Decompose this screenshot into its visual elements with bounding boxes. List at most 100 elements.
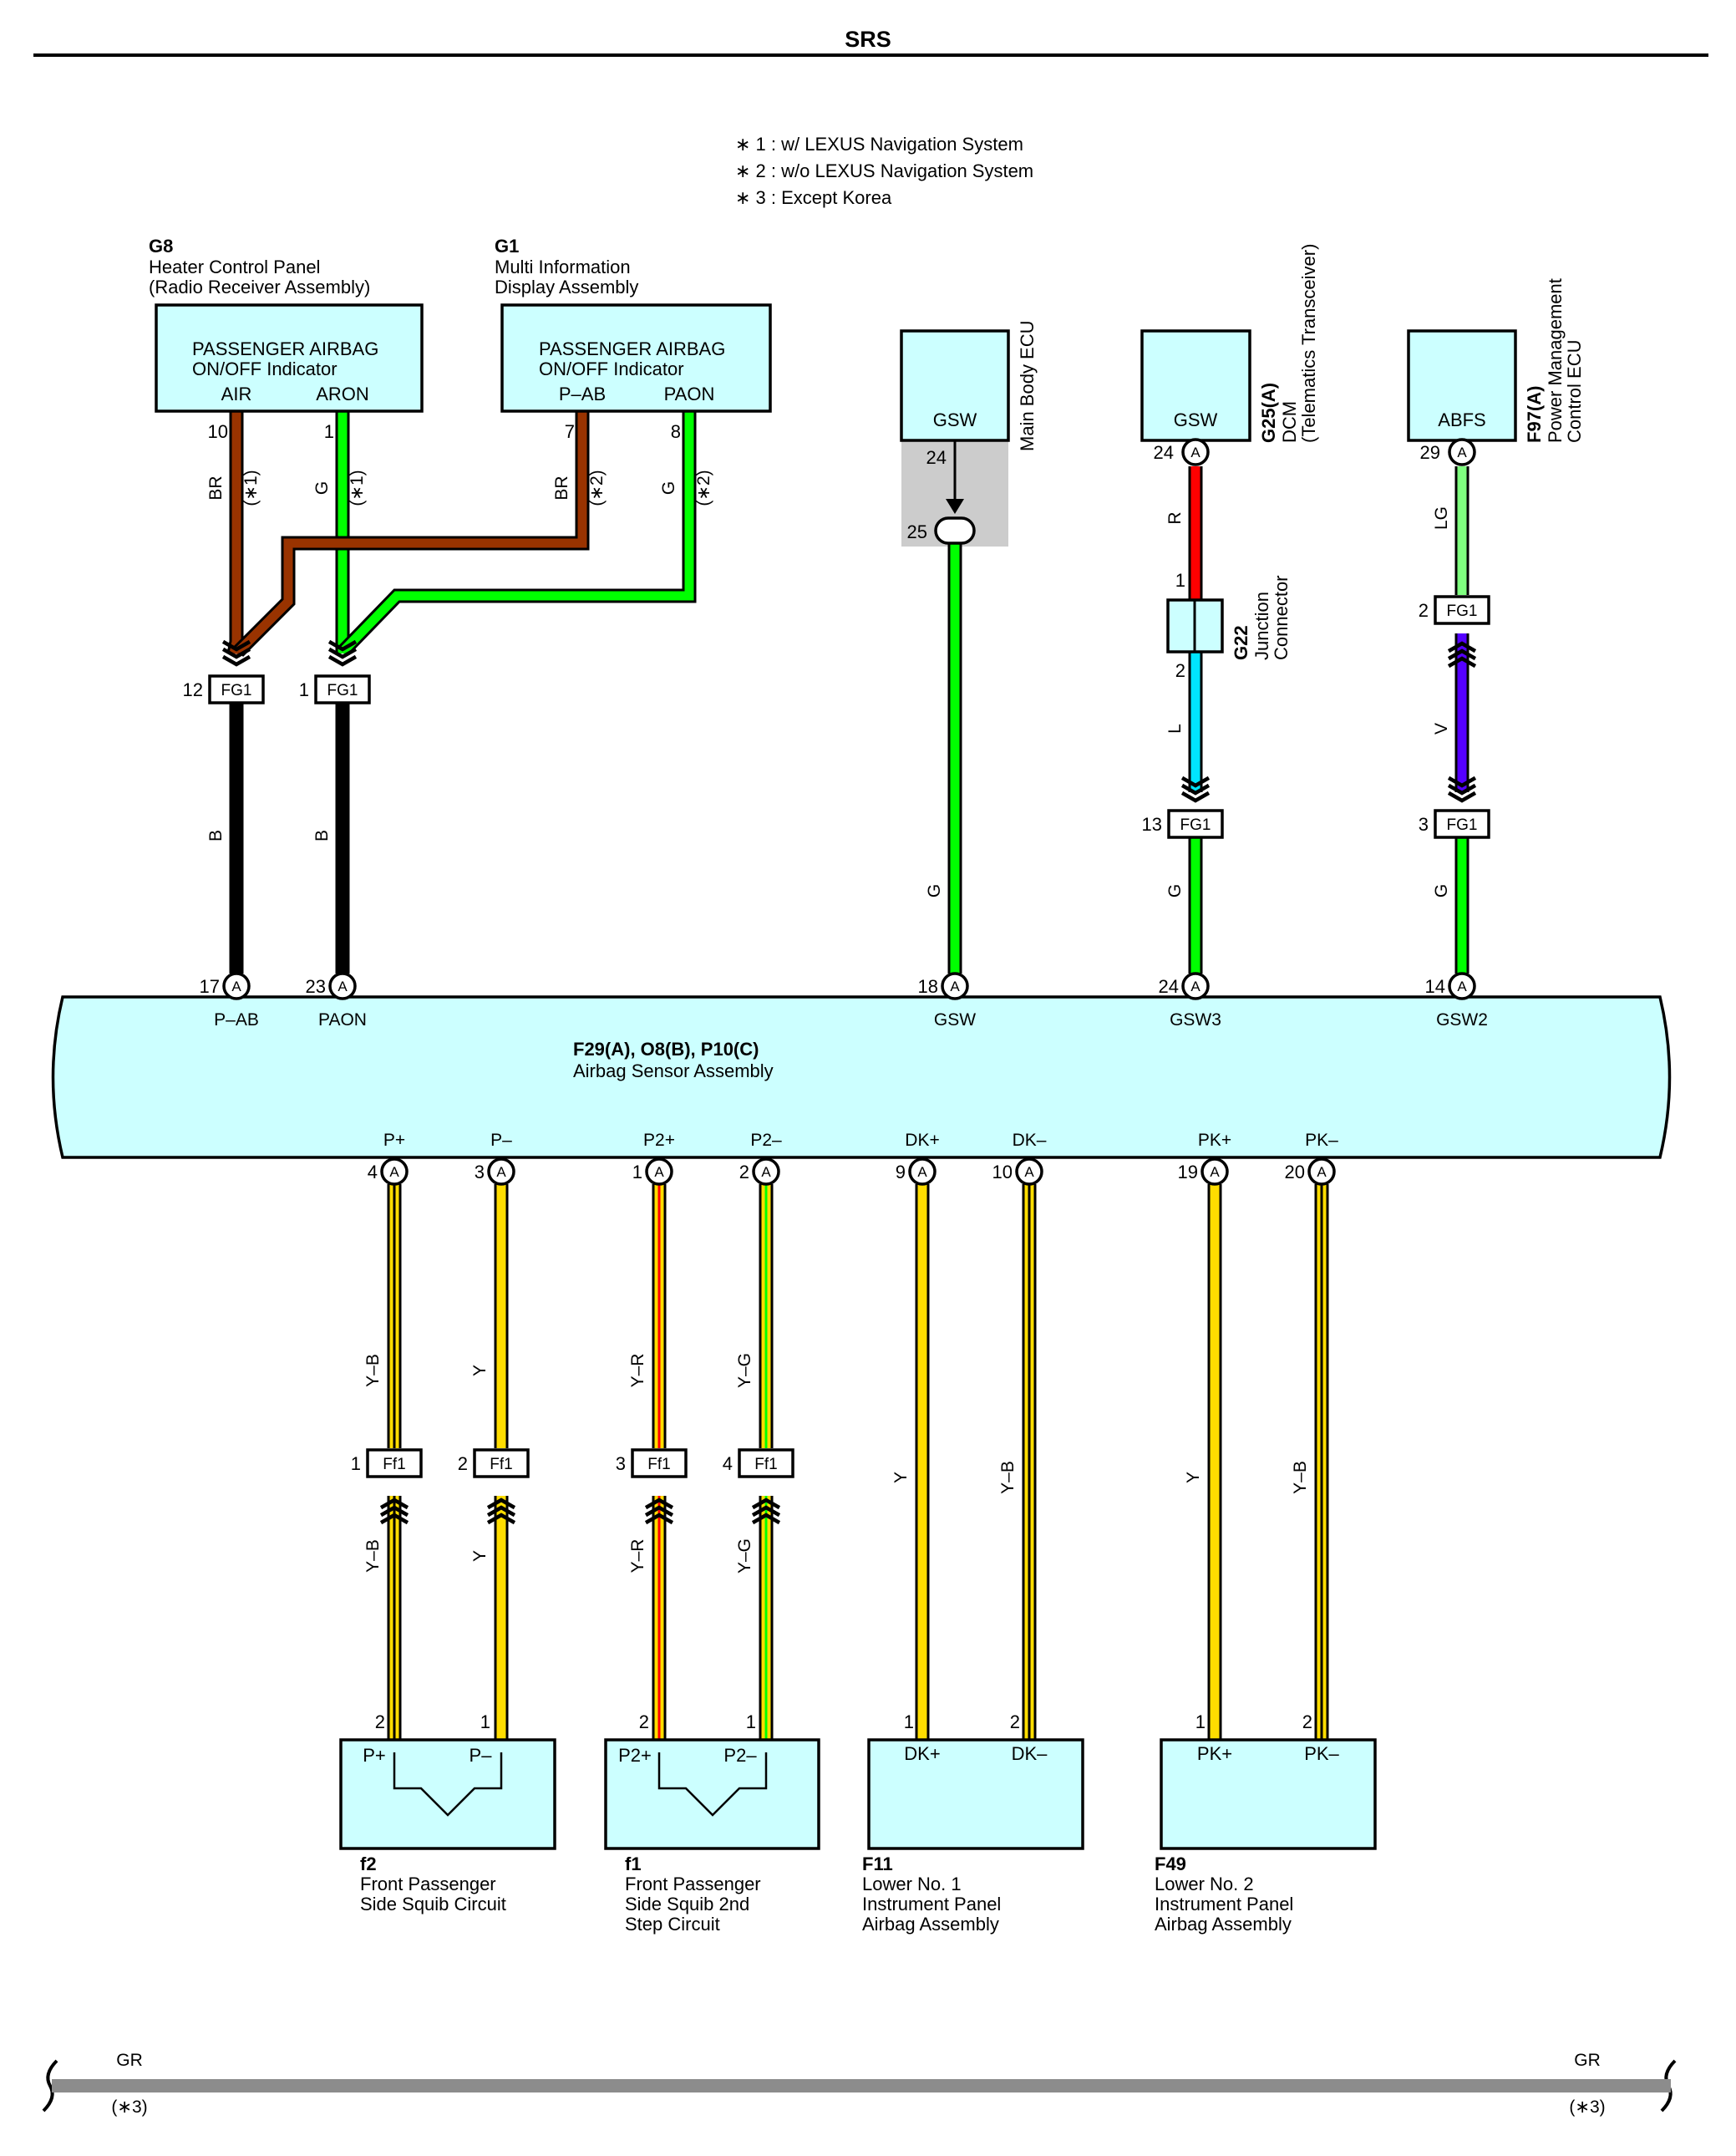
box-line: PASSENGER AIRBAG bbox=[539, 338, 725, 359]
component-name-line: Side Squib Circuit bbox=[360, 1894, 506, 1914]
wire-code: G bbox=[659, 481, 678, 495]
wire-code: G bbox=[312, 481, 332, 495]
connector-box bbox=[366, 1448, 423, 1478]
wire-code: BR bbox=[552, 475, 571, 500]
connector-letter: A bbox=[338, 979, 348, 994]
wire-code: Y–G bbox=[735, 1353, 754, 1388]
wire-code: Y–R bbox=[628, 1354, 647, 1388]
gr-bus-bar: GR GR (∗3) (∗3) bbox=[42, 2051, 1677, 2117]
pin-number: 10 bbox=[208, 421, 228, 442]
connector-circle bbox=[222, 972, 251, 1000]
pin-number: 2 bbox=[739, 1162, 749, 1182]
component-box bbox=[900, 329, 1010, 442]
component-name-line: Connector bbox=[1271, 575, 1292, 660]
connector-pin-marker: A24 bbox=[1159, 972, 1210, 1000]
component-g8-heater-control-panel: G8 Heater Control Panel (Radio Receiver … bbox=[149, 236, 424, 442]
connector-circle bbox=[1181, 438, 1210, 466]
chevron-stroke bbox=[221, 639, 251, 652]
pin-number: 14 bbox=[1425, 976, 1445, 997]
wire-note: (∗2) bbox=[694, 470, 713, 506]
connector-pin-marker: A3 bbox=[475, 1157, 515, 1186]
wire-code: Y–B bbox=[363, 1539, 383, 1573]
terminal-label: AIR bbox=[221, 384, 252, 404]
component-name: Airbag Sensor Assembly bbox=[573, 1060, 774, 1081]
connector-letter: A bbox=[1457, 445, 1467, 460]
wire-outline bbox=[232, 411, 590, 658]
wire-code: V bbox=[1432, 723, 1451, 735]
chevron-stroke bbox=[1180, 791, 1211, 803]
chevron-stroke bbox=[327, 639, 358, 652]
pin-number: 1 bbox=[299, 679, 309, 700]
pin-number: 23 bbox=[306, 976, 326, 997]
wire-code: Y–B bbox=[998, 1461, 1018, 1494]
connector-pin-marker: A4 bbox=[368, 1157, 409, 1186]
component-g1-multi-information-display: G1 Multi Information Display Assembly PA… bbox=[495, 236, 772, 442]
signal-label: P+ bbox=[383, 1131, 405, 1150]
pin-number: 1 bbox=[746, 1711, 756, 1732]
component-name-line: Step Circuit bbox=[625, 1914, 720, 1935]
terminal-label: DK– bbox=[1012, 1743, 1048, 1764]
connector-pin-marker: A18 bbox=[918, 972, 969, 1000]
component-id: f2 bbox=[360, 1853, 377, 1874]
pin-number: 2 bbox=[375, 1711, 385, 1732]
wire-note: (∗2) bbox=[587, 470, 607, 506]
wire-body bbox=[235, 411, 587, 655]
wire-note: (∗3) bbox=[1569, 2098, 1605, 2117]
connector-letter: A bbox=[1457, 979, 1467, 994]
connector-pin-marker: A19 bbox=[1178, 1157, 1229, 1186]
terminal-label: GSW bbox=[1174, 409, 1218, 430]
wire-layer bbox=[226, 411, 1470, 1740]
pin-number: 12 bbox=[183, 679, 203, 700]
pin-number: 24 bbox=[1154, 442, 1174, 463]
terminal-label: DK+ bbox=[904, 1743, 940, 1764]
component-name-line: (Radio Receiver Assembly) bbox=[149, 277, 370, 297]
connector-label: FG1 bbox=[1447, 816, 1478, 834]
connector-label: FG1 bbox=[1447, 603, 1478, 620]
chevron-down-icon bbox=[1447, 775, 1477, 803]
pin-number: 1 bbox=[1195, 1711, 1206, 1732]
chevron-stroke bbox=[379, 1513, 409, 1525]
component-name-line: Power Management bbox=[1545, 278, 1566, 443]
chevron-stroke bbox=[1447, 791, 1477, 803]
chevron-up-icon bbox=[751, 1498, 781, 1525]
pin-number: 7 bbox=[565, 421, 575, 442]
wire-body bbox=[229, 411, 241, 655]
chevron-down-icon bbox=[1180, 775, 1211, 803]
wire-br-pab bbox=[232, 411, 590, 658]
connector-circle bbox=[752, 1157, 780, 1186]
note-3: ∗ 3 : Except Korea bbox=[735, 187, 892, 208]
chevron-stroke bbox=[486, 1513, 516, 1525]
wire-g-paon bbox=[338, 411, 697, 655]
component-name-line: Display Assembly bbox=[495, 277, 638, 297]
box-line: PASSENGER AIRBAG bbox=[192, 338, 378, 359]
wire-code: Y bbox=[470, 1365, 490, 1376]
wire-br-air bbox=[226, 411, 244, 655]
component-g22-junction-connector: 1 2 G22 Junction Connector bbox=[1166, 570, 1292, 681]
chevron-stroke bbox=[644, 1498, 674, 1510]
pin-number: 20 bbox=[1285, 1162, 1305, 1182]
connector-pin-marker: A9 bbox=[896, 1157, 937, 1186]
squib-symbol bbox=[393, 1752, 503, 1817]
signal-label: GSW3 bbox=[1170, 1010, 1221, 1030]
note-2: ∗ 2 : w/o LEXUS Navigation System bbox=[735, 160, 1033, 181]
connector-label: Ff1 bbox=[383, 1456, 405, 1473]
component-box bbox=[1140, 329, 1251, 442]
pin-number: 4 bbox=[723, 1453, 733, 1474]
terminal-label: GSW bbox=[933, 409, 977, 430]
chevron-up-icon bbox=[1447, 641, 1477, 669]
connector-label: Ff1 bbox=[490, 1456, 512, 1473]
component-name: Main Body ECU bbox=[1017, 320, 1038, 451]
wire-code: G bbox=[1432, 884, 1451, 897]
connector-circle bbox=[380, 1157, 409, 1186]
component-name-line: Lower No. 2 bbox=[1155, 1874, 1254, 1894]
connector-label: FG1 bbox=[1180, 816, 1211, 834]
pin-number: 2 bbox=[1175, 660, 1185, 681]
chevron-stroke bbox=[1180, 783, 1211, 796]
connector-circle bbox=[1015, 1157, 1043, 1186]
signal-label: DK– bbox=[1013, 1131, 1047, 1150]
box-line: ON/OFF Indicator bbox=[192, 358, 338, 379]
component-name-line: (Telematics Transceiver) bbox=[1298, 244, 1319, 443]
